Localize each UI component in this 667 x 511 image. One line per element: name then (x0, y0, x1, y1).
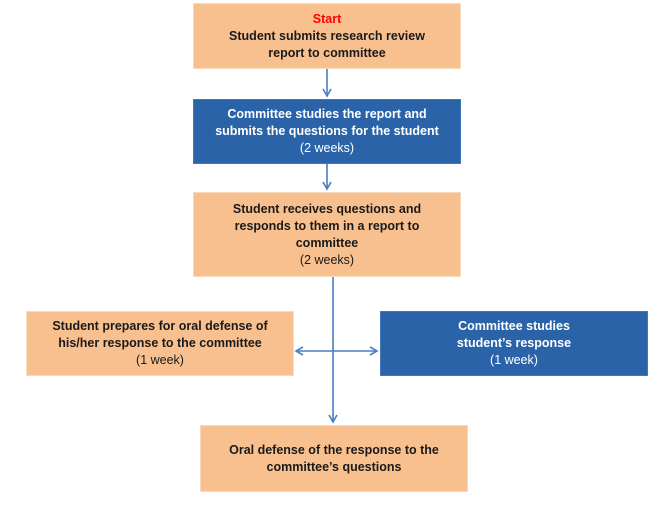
node-text-line: Student prepares for oral defense of (52, 319, 268, 333)
node-submit-report: Start Student submits research review re… (193, 3, 461, 69)
node-duration: (1 week) (136, 353, 184, 367)
node-text-line: Student submits research review (229, 28, 425, 43)
node-text-line: Oral defense of the response to the (229, 442, 439, 457)
node-committee-studies-report: Committee studies the report and submits… (193, 99, 461, 164)
node-student-responds: Student receives questions and responds … (193, 192, 461, 277)
node-text-line: report to committee (268, 45, 386, 60)
start-label: Start (312, 11, 342, 26)
node-duration: (1 week) (490, 353, 538, 367)
node-student-prepares-defense: Student prepares for oral defense of his… (26, 311, 294, 376)
node-text-line: Committee studies the report and (227, 107, 427, 121)
node-duration: (2 weeks) (299, 252, 355, 267)
node-text-line: Committee studies (458, 319, 570, 333)
node-duration: (2 weeks) (299, 141, 355, 155)
node-text-line: Student receives questions and (232, 201, 422, 216)
node-oral-defense: Oral defense of the response to the comm… (200, 425, 468, 492)
node-text-line: committee (295, 235, 359, 250)
node-text-line: submits the questions for the student (215, 124, 439, 138)
node-text-line: student’s response (456, 336, 572, 350)
node-text-line: responds to them in a report to (234, 218, 420, 233)
node-committee-studies-response: Committee studies student’s response (1 … (380, 311, 648, 376)
node-text-line: his/her response to the committee (58, 336, 262, 350)
node-text-line: committee’s questions (266, 459, 402, 474)
